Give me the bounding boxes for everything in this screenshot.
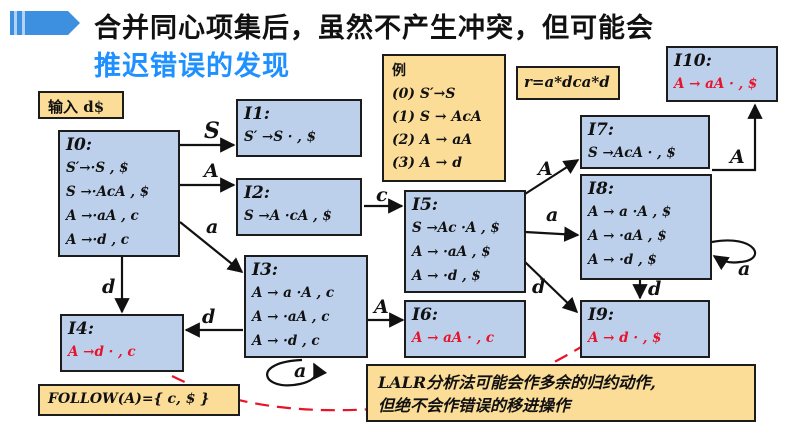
- lr-item: A →d · , c: [68, 344, 136, 360]
- lr-item: A → aA · , c: [412, 330, 495, 346]
- lr-item: S′ →S · , $: [244, 129, 316, 145]
- state-I0: I0: S′→·S , $ S →·AcA , $ A →·aA , c A →…: [58, 130, 180, 257]
- lr-item: A →·d , c: [66, 232, 129, 248]
- grammar-rule: (3) A → d: [392, 155, 462, 171]
- lr-item: A → a ·A , c: [252, 285, 335, 301]
- state-title: I3:: [252, 260, 279, 280]
- lr-item: A → ·aA , $: [588, 228, 667, 244]
- lr-item: A → ·aA , $: [412, 244, 491, 260]
- state-title: I2:: [244, 183, 271, 203]
- edge-label-I8-I9: d: [648, 278, 662, 300]
- edge-I5-I7: [524, 159, 580, 195]
- edge-label-I3-loop: a: [294, 360, 307, 382]
- example-grammar-box: 例 (0) S′→S (1) S → AcA (2) A → aA (3) A …: [382, 54, 506, 182]
- state-title: I8:: [588, 179, 615, 199]
- lr-item: A → ·d , $: [412, 268, 481, 284]
- title-bullet-icon: [10, 11, 80, 35]
- state-title: I1:: [244, 104, 271, 124]
- edge-I5-I9: [524, 261, 579, 314]
- example-title: 例: [392, 63, 406, 79]
- lr-item: S′→·S , $: [66, 160, 129, 176]
- edge-label-I5-I9: d: [532, 276, 546, 298]
- edge-label-I0-I1: S: [204, 118, 220, 144]
- grammar-rule: (2) A → aA: [392, 132, 473, 148]
- regex-box: r=a*dca*d: [516, 66, 620, 100]
- input-string-box: 输入 d$: [38, 91, 124, 119]
- edge-label-I0-I2: A: [204, 160, 219, 182]
- state-I10: I10: A → aA · , $: [666, 46, 778, 102]
- state-I7: I7: S →AcA · , $: [580, 115, 710, 169]
- edge-label-I8-I10: A: [730, 146, 745, 168]
- state-I4: I4: A →d · , c: [60, 314, 184, 372]
- page-title-line2: 推迟错误的发现: [94, 51, 290, 82]
- edge-label-I2-I5: c: [376, 184, 388, 206]
- lalr-note-line1: LALR分析法可能会作多余的归约动作,: [378, 373, 656, 392]
- edge-I8-loop: [711, 239, 757, 271]
- edge-label-I8-loop: a: [738, 258, 751, 280]
- lalr-note-line2: 但绝不会作错误的移进操作: [378, 396, 571, 415]
- state-title: I7:: [588, 120, 615, 140]
- edge-I5-I8: [524, 226, 580, 242]
- state-I1: I1: S′ →S · , $: [236, 99, 362, 157]
- edge-label-I0-I3: a: [206, 216, 219, 238]
- lr-item: S →·AcA , $: [66, 184, 150, 200]
- state-I5: I5: S →Ac ·A , $ A → ·aA , $ A → ·d , $: [404, 190, 526, 293]
- state-title: I6:: [412, 305, 439, 325]
- lalr-note-box: LALR分析法可能会作多余的归约动作, 但绝不会作错误的移进操作: [366, 364, 756, 422]
- lr-item: A → d · , $: [588, 330, 662, 346]
- state-I3: I3: A → a ·A , c A → ·aA , c A → ·d , c: [244, 255, 368, 358]
- state-I8: I8: A → a ·A , $ A → ·aA , $ A → ·d , $: [580, 174, 712, 280]
- state-title: I9:: [588, 305, 615, 325]
- state-I2: I2: S →A ·cA , $: [236, 178, 362, 236]
- lr-item: S →A ·cA , $: [244, 208, 332, 224]
- grammar-rule: (1) S → AcA: [392, 109, 482, 125]
- edge-label-I0-I4: d: [102, 276, 116, 298]
- lr-item: A → aA · , $: [674, 76, 758, 92]
- edge-I3-loop: [266, 358, 328, 387]
- state-I6: I6: A → aA · , c: [404, 300, 526, 358]
- edge-label-I5-I7: A: [538, 158, 553, 180]
- edge-label-I3-I4: d: [202, 306, 216, 328]
- lr-item: A → a ·A , $: [588, 204, 672, 220]
- lr-item: A → ·d , c: [252, 333, 320, 349]
- edge-label-I5-I8: a: [546, 204, 559, 226]
- lr-item: S →AcA · , $: [588, 145, 676, 161]
- state-title: I5:: [412, 195, 439, 215]
- follow-set-box: FOLLOW(A)={ c, $ }: [38, 384, 240, 416]
- edge-I8-I10: [712, 103, 763, 172]
- lr-item: S →Ac ·A , $: [412, 220, 500, 236]
- lr-item: A → ·aA , c: [252, 309, 330, 325]
- lr-item: A →·aA , c: [66, 208, 139, 224]
- edge-label-I3-I6: A: [374, 296, 389, 318]
- state-I9: I9: A → d · , $: [580, 300, 710, 358]
- state-title: I4:: [68, 319, 95, 339]
- lr-item: A → ·d , $: [588, 252, 657, 268]
- edge-I0-I3: [179, 221, 244, 273]
- state-title: I0:: [66, 135, 93, 155]
- grammar-rule: (0) S′→S: [392, 86, 456, 102]
- state-title: I10:: [674, 51, 712, 71]
- page-title-line1: 合并同心项集后，虽然不产生冲突，但可能会: [94, 13, 654, 44]
